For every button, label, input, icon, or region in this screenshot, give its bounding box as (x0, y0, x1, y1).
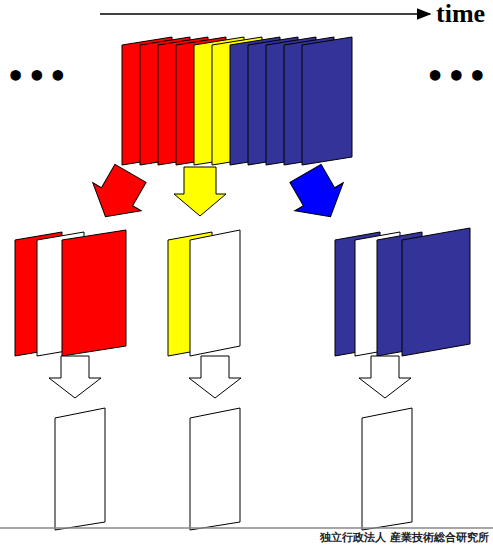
frame-stack (122, 37, 352, 165)
ellipsis: ••• (425, 60, 489, 94)
footer-rule (0, 527, 493, 529)
time-arrow (100, 13, 430, 15)
hollow-arrows (49, 356, 411, 398)
result-frames (55, 408, 412, 530)
ellipsis: ••• (6, 60, 70, 94)
footer-text: 独立行政法人 産業技術総合研究所 (318, 531, 491, 545)
axis-label: time (436, 0, 485, 28)
selection-arrows (81, 159, 354, 230)
selected-frames (15, 228, 470, 356)
